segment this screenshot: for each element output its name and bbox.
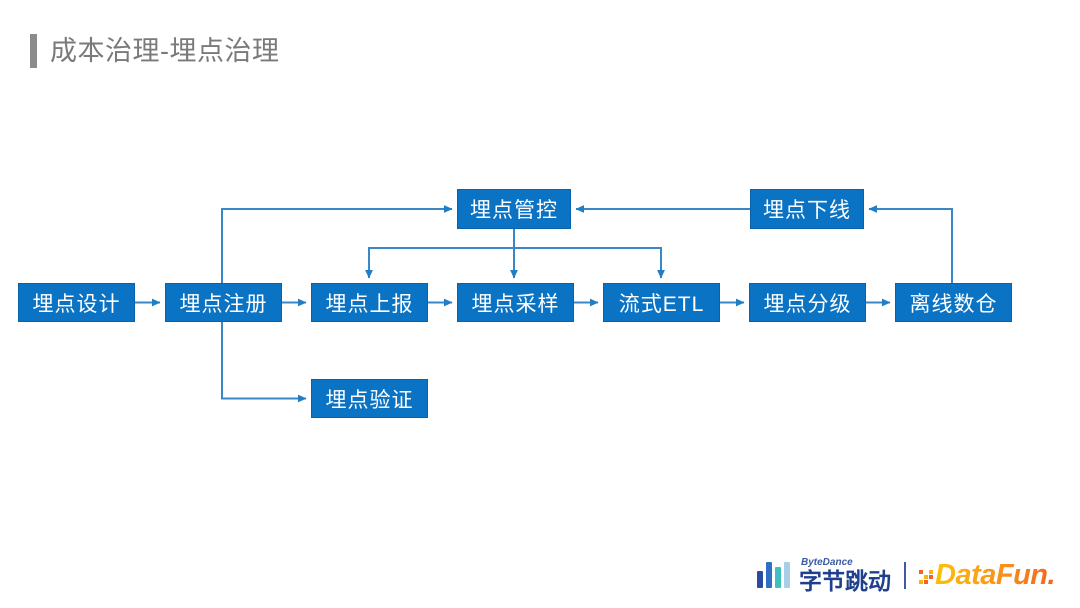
edge-register-verify [221, 322, 307, 403]
node-label: 埋点下线 [763, 199, 851, 222]
node-label: 埋点上报 [325, 292, 414, 316]
bytedance-en-label: ByteDance [801, 556, 853, 568]
datafun-dots-icon [919, 570, 933, 584]
node-label: 埋点管控 [470, 199, 558, 222]
node-sampling[interactable]: 埋点采样 [457, 283, 574, 322]
title-accent-bar [30, 34, 37, 68]
node-verify[interactable]: 埋点验证 [311, 379, 428, 418]
node-design[interactable]: 埋点设计 [18, 283, 135, 322]
node-label: 埋点注册 [179, 292, 268, 316]
logo-divider [904, 561, 906, 589]
bytedance-cn-label: 字节跳动 [799, 567, 891, 594]
title-text: 成本治理-埋点治理 [50, 35, 280, 66]
bytedance-wordmark: ByteDance 字节跳动 [799, 556, 891, 594]
node-register[interactable]: 埋点注册 [165, 283, 282, 322]
node-label: 埋点验证 [325, 388, 414, 412]
node-label: 埋点分级 [763, 292, 852, 316]
node-etl[interactable]: 流式ETL [603, 283, 720, 322]
node-warehouse[interactable]: 离线数仓 [895, 283, 1012, 322]
edge-control-report [365, 229, 515, 279]
edge-control-etl [513, 229, 665, 279]
edge-register-control [221, 205, 453, 283]
node-control[interactable]: 埋点管控 [457, 189, 571, 229]
edge-warehouse-offline [868, 205, 953, 283]
node-label: 离线数仓 [909, 292, 998, 316]
node-grading[interactable]: 埋点分级 [749, 283, 866, 322]
footer-logos: ByteDance 字节跳动 DataFun. [757, 551, 1056, 599]
page-title: 成本治理-埋点治理 [30, 34, 280, 68]
bytedance-logo-icon [757, 562, 790, 588]
datafun-wordmark: DataFun. [935, 558, 1056, 591]
node-label: 埋点采样 [471, 292, 560, 316]
node-report[interactable]: 埋点上报 [311, 283, 428, 322]
node-label: 埋点设计 [32, 292, 121, 316]
node-offline[interactable]: 埋点下线 [750, 189, 864, 229]
node-label: 流式ETL [618, 292, 705, 316]
